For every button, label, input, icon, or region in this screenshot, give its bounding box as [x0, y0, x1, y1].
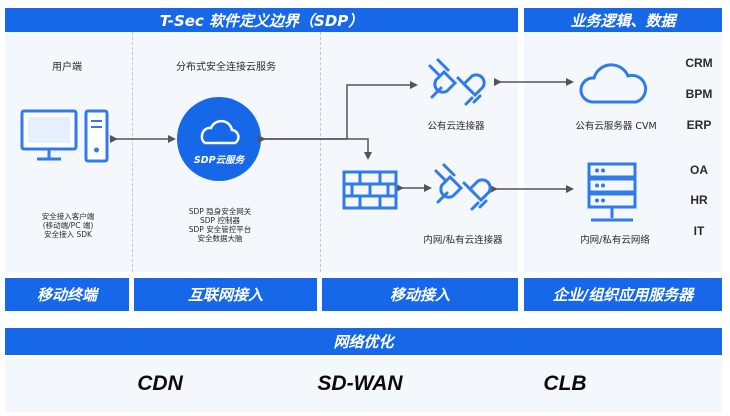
sdp-title: T-Sec 软件定义边界（SDP） — [159, 11, 364, 30]
network-item-sd-wan: SD-WAN — [317, 372, 403, 395]
network-items-panel — [5, 358, 722, 412]
network-item-cdn: CDN — [137, 372, 183, 395]
app-it: IT — [693, 224, 705, 238]
divider-2 — [320, 32, 321, 272]
sdp-service-desc: SDP 隐身安全网关 SDP 控制器 SDP 安全管控平台 安全数据大脑 — [188, 207, 252, 243]
app-crm: CRM — [685, 56, 713, 70]
business-panel — [524, 32, 722, 272]
public-connector-label: 公有云连接器 — [427, 121, 485, 132]
private-connector-label: 内网/私有云连接器 — [423, 235, 503, 246]
network-item-clb: CLB — [543, 372, 587, 395]
network-optimization-header: 网络优化 — [5, 328, 722, 355]
sdp-cloud-label: SDP云服务 — [193, 155, 245, 166]
arrow-branch-public — [346, 81, 418, 139]
business-header: 业务逻辑、数据 — [524, 8, 722, 32]
sdp-header: T-Sec 软件定义边界（SDP） — [5, 8, 518, 32]
computer-icon — [20, 109, 109, 163]
app-bpm: BPM — [685, 87, 713, 101]
divider-1 — [132, 32, 133, 272]
business-title: 业务逻辑、数据 — [570, 11, 676, 30]
public-connector-plug-icon — [428, 58, 486, 106]
category-enterprise-servers: 企业/组织应用服务器 — [524, 278, 722, 311]
app-hr: HR — [690, 193, 708, 207]
cvm-cloud-icon — [579, 63, 648, 104]
private-network-label: 内网/私有云网络 — [580, 235, 650, 246]
sdp-service-title: 分布式安全连接云服务 — [176, 62, 276, 73]
server-rack-icon — [587, 162, 637, 222]
private-connector-plug-icon — [434, 163, 492, 211]
sdp-cloud-circle — [177, 97, 261, 181]
category-internet-access: 互联网接入 — [134, 278, 317, 311]
firewall-icon — [342, 170, 398, 210]
arrow-cloud-firewall — [264, 138, 372, 160]
cvm-label: 公有云服务器 CVM — [575, 121, 657, 132]
app-erp: ERP — [686, 118, 712, 132]
category-mobile-access: 移动接入 — [322, 278, 518, 311]
app-oa: OA — [690, 163, 708, 177]
user-endpoint-desc: 安全接入客户端 (移动端/PC 端) 安全接入 SDK — [41, 212, 95, 239]
category-mobile-terminal: 移动终端 — [5, 278, 129, 311]
user-endpoint-title: 用户端 — [52, 62, 82, 73]
